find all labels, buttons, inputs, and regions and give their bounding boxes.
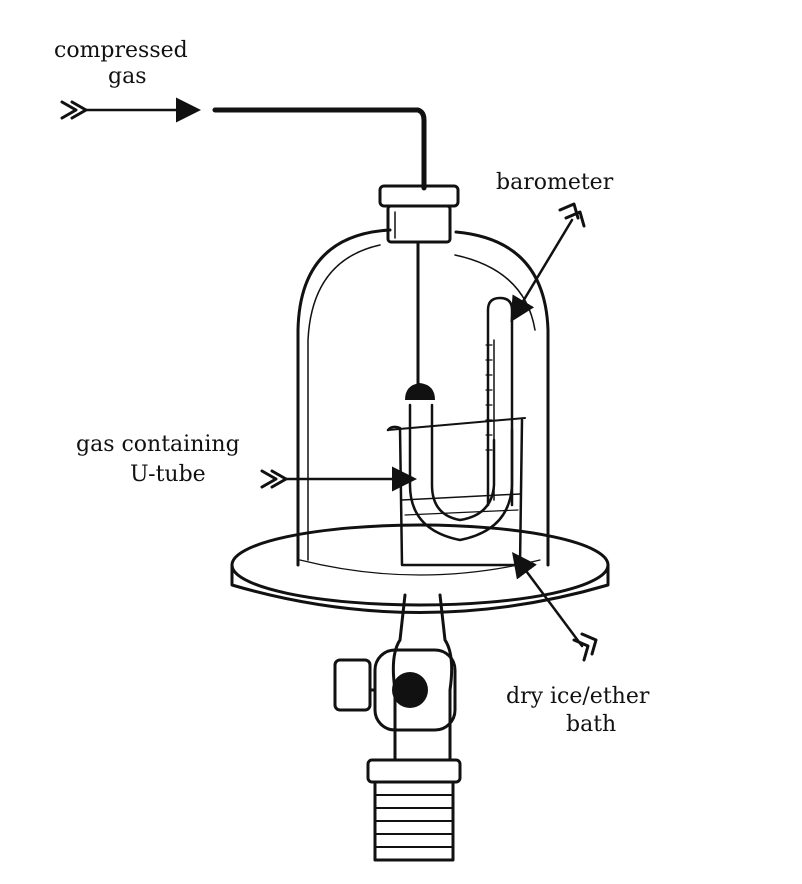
label-bath-line1: dry ice/ether (506, 684, 650, 709)
label-u-tube-line2: U-tube (130, 462, 206, 487)
valve-handle (333, 658, 372, 712)
label-compressed-gas-line2: gas (108, 64, 147, 89)
thread-lines (374, 794, 454, 848)
label-bath-line2: bath (566, 712, 617, 737)
label-barometer: barometer (496, 170, 614, 195)
stand-collar (366, 758, 462, 784)
bell-jar (296, 228, 550, 567)
u-tube (408, 403, 514, 542)
valve-knob (392, 672, 428, 708)
arrow-bath (512, 551, 598, 662)
inlet-tube (212, 107, 435, 400)
barometer-scale (485, 344, 493, 451)
tube-bulb (405, 383, 435, 400)
jar-stopper (378, 184, 460, 244)
arrow-barometer (510, 202, 586, 323)
arrow-u-tube (260, 466, 417, 492)
label-compressed-gas-line1: compressed (54, 38, 188, 63)
beaker (386, 417, 526, 567)
barometer-tube (485, 296, 514, 507)
stand (333, 593, 462, 862)
arrow-compressed-gas (60, 97, 201, 123)
platform-plate (230, 523, 610, 614)
label-u-tube-line1: gas containing (76, 432, 240, 457)
